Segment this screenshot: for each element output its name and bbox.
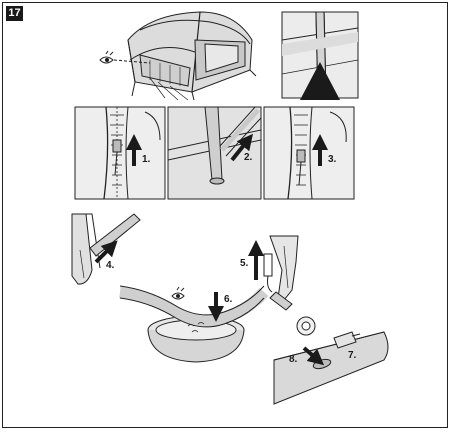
- panel-1-unzip: 1.: [74, 106, 166, 200]
- step-label-1: 1.: [142, 154, 151, 165]
- step-label-2: 2.: [244, 152, 253, 163]
- step-4-pole-sleeve: 4.: [71, 213, 141, 285]
- step-label-4: 4.: [106, 260, 115, 271]
- panel-3-zip: 3.: [263, 106, 355, 200]
- step-7-8-repair: 8. 7.: [273, 316, 389, 405]
- step-label-7: 7.: [348, 350, 357, 361]
- step-label-6: 6.: [224, 294, 233, 305]
- step-label-3: 3.: [328, 154, 337, 165]
- step-6-water-test: 6.: [119, 285, 269, 363]
- step-label-8: 8.: [289, 354, 298, 365]
- eye-icon: [171, 286, 185, 300]
- eye-icon: [99, 50, 151, 64]
- panel-2-pull-pole: 2.: [167, 106, 262, 200]
- step-label-5: 5.: [240, 258, 249, 269]
- tent-illustration: [127, 11, 257, 101]
- step-number-badge: 17: [6, 6, 23, 21]
- step-5-pump: 5.: [240, 235, 299, 311]
- zoom-callout: [281, 11, 359, 100]
